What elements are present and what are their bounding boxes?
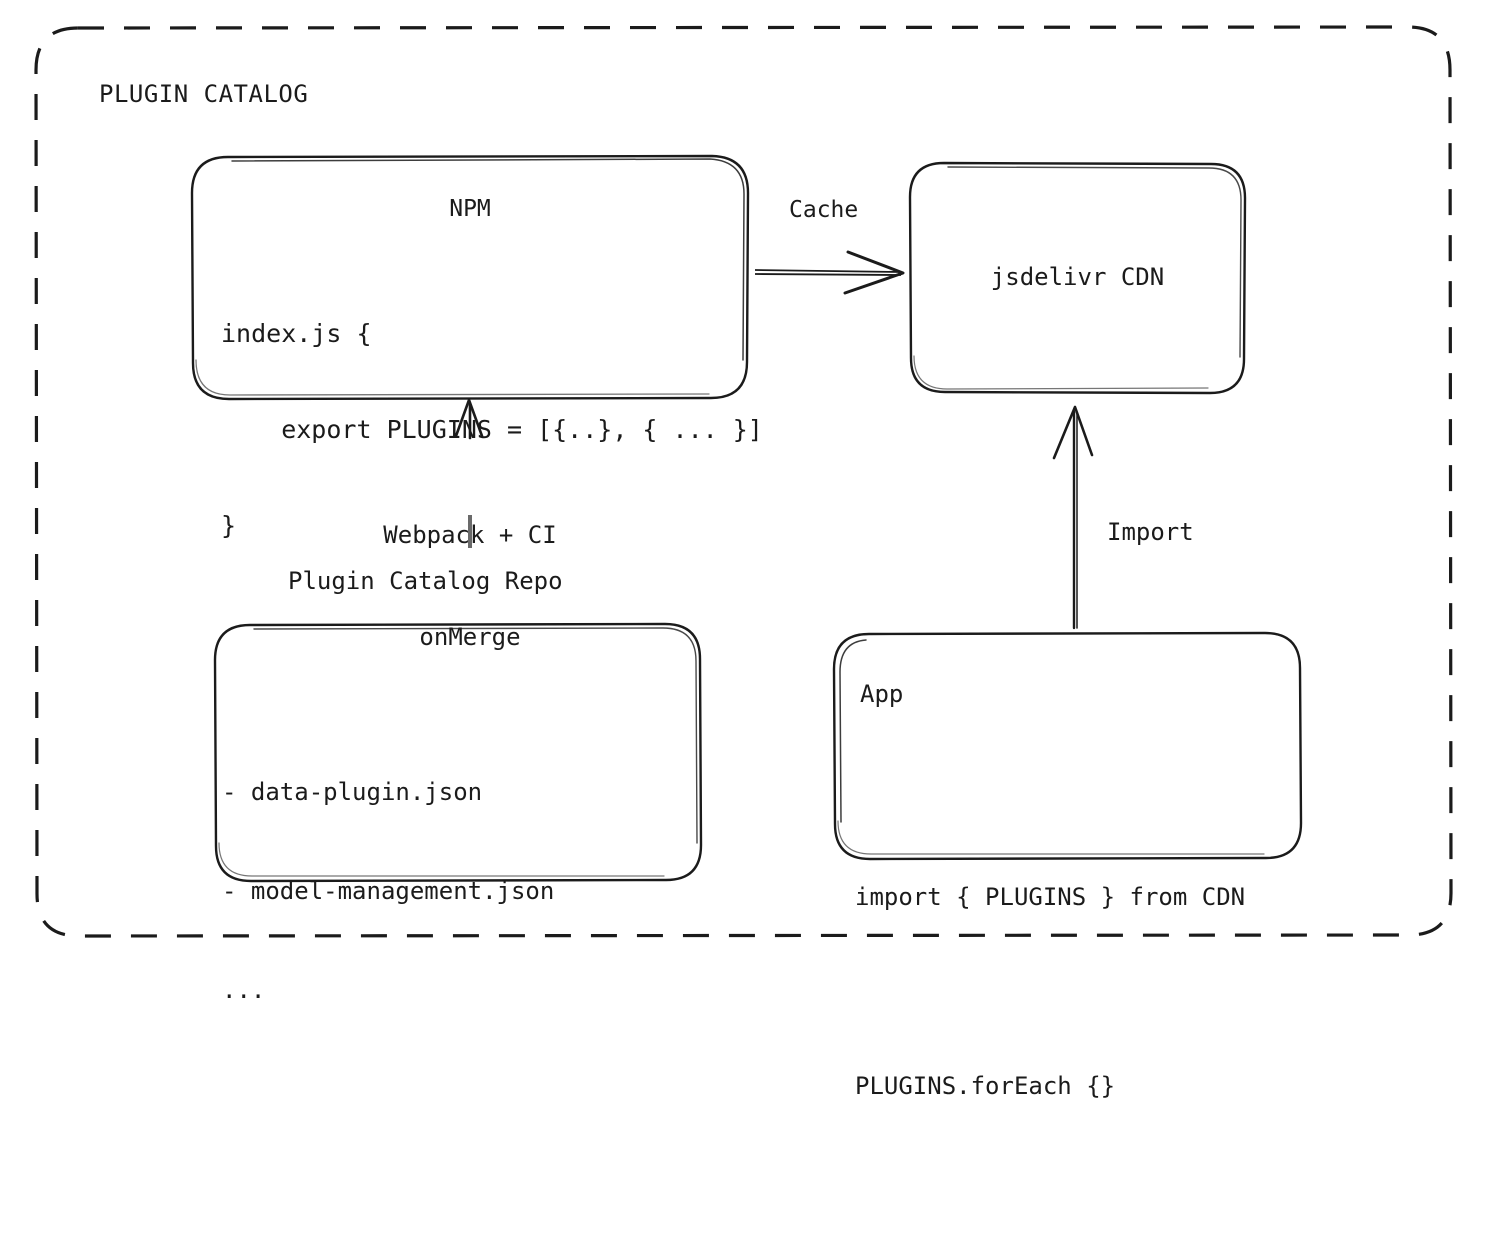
- repo-node-caption: Plugin Catalog Repo: [288, 567, 563, 595]
- repo-file-item: - model-management.json: [222, 877, 555, 905]
- cdn-box-outline: [908, 161, 1247, 395]
- npm-code-line: }: [221, 511, 237, 540]
- repo-box-outline: [213, 622, 703, 883]
- npm-box-outline: [190, 154, 750, 401]
- webpack-ci-edge-label: Webpack + CI onMerge: [383, 450, 556, 722]
- webpack-ci-arrow: [454, 398, 484, 548]
- catalog-boundary: [34, 25, 1453, 938]
- app-code-line: import { PLUGINS } from CDN: [855, 883, 1246, 911]
- app-box-outline: [832, 631, 1303, 861]
- cache-edge-label: Cache: [789, 197, 859, 223]
- diagram-sketch-layer: [34, 25, 1453, 938]
- import-edge-label: Import: [1107, 518, 1194, 546]
- npm-code-line: export PLUGINS = [{..}, { ... }]: [221, 415, 763, 444]
- cdn-node-title: jsdelivr CDN: [990, 263, 1165, 291]
- repo-file-item: ...: [222, 976, 266, 1004]
- app-code-block: import { PLUGINS } from CDN PLUGINS.forE…: [855, 740, 1245, 1244]
- import-arrow: [1052, 405, 1094, 630]
- npm-node-title: NPM: [449, 196, 491, 222]
- app-node-title: App: [860, 680, 904, 708]
- app-code-line: PLUGINS.forEach {}: [855, 1072, 1116, 1100]
- webpack-ci-edge-label-line: Webpack + CI: [383, 521, 557, 549]
- cache-arrow: [754, 250, 905, 295]
- webpack-ci-edge-label-line: onMerge: [419, 623, 521, 651]
- diagram-canvas: PLUGIN CATALOG NPM index.js { export PLU…: [34, 25, 1453, 1100]
- repo-file-list: - data-plugin.json - model-management.js…: [222, 710, 554, 1073]
- page-title: PLUGIN CATALOG: [99, 80, 309, 108]
- npm-code-line: index.js {: [221, 319, 372, 348]
- repo-file-item: - data-plugin.json: [222, 778, 483, 806]
- npm-code-block: index.js { export PLUGINS = [{..}, { ...…: [221, 254, 763, 606]
